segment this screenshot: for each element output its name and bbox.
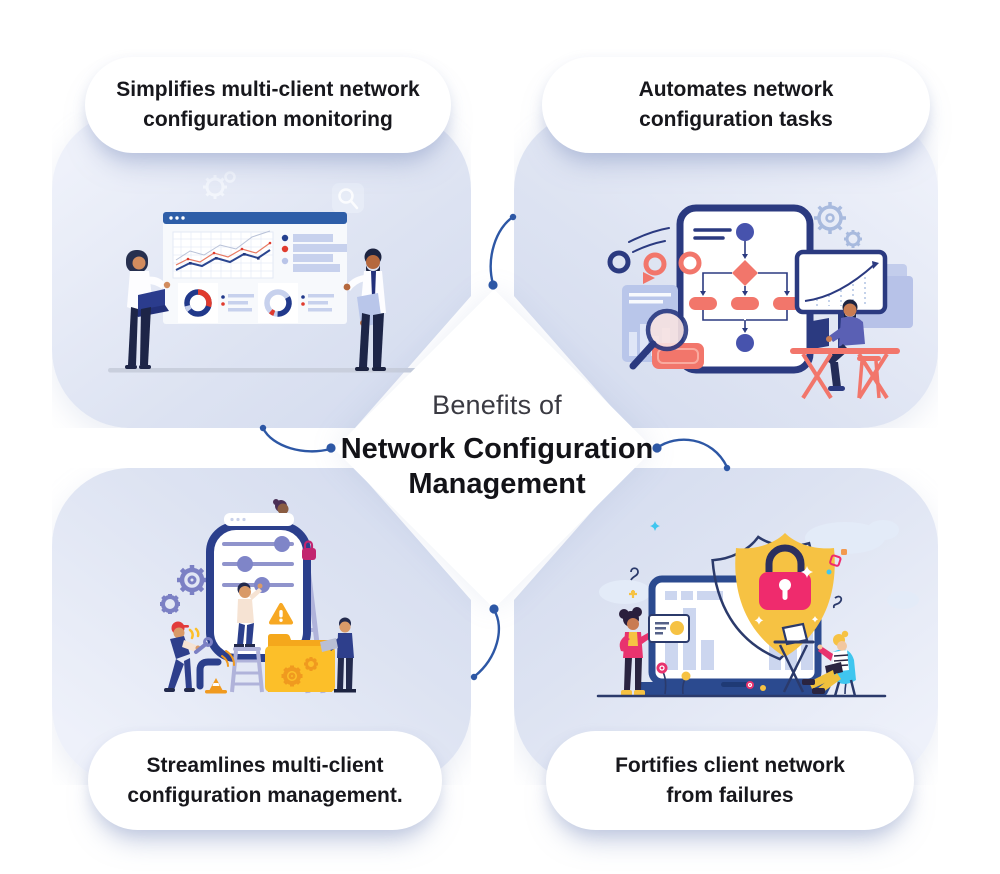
woman-with-certificate xyxy=(619,607,690,696)
connector-dot xyxy=(470,673,478,681)
small-lock-icon xyxy=(302,540,316,560)
donut-chart-card-1 xyxy=(178,283,254,323)
step-ladder xyxy=(230,647,264,693)
bubble-text-line: Fortifies client network xyxy=(615,753,845,777)
line-chart-panel xyxy=(172,230,274,279)
workflow-automation-illustration xyxy=(607,202,913,400)
label-bubble-top-left: Simplifies multi-client network configur… xyxy=(85,57,451,153)
slider-rows xyxy=(222,536,294,593)
faint-gear-icon xyxy=(203,171,236,199)
person-on-chair xyxy=(802,630,857,697)
connector-bottom xyxy=(473,608,501,678)
magnifier-icon xyxy=(629,308,689,370)
center-title: Benefits of Network Configuration Manage… xyxy=(332,390,662,502)
warning-triangle-icon xyxy=(269,603,293,625)
padlock-icon xyxy=(759,544,811,610)
traffic-cone-icon xyxy=(205,678,227,694)
woman-with-laptop xyxy=(125,250,171,369)
bubble-text-line: configuration monitoring xyxy=(143,108,393,131)
configuration-maintenance-illustration xyxy=(160,499,356,694)
bubble-text-line: configuration tasks xyxy=(639,108,833,131)
rings-icon xyxy=(607,227,702,284)
man-holding-laptop xyxy=(320,617,356,693)
bubble-text-line: Automates network xyxy=(638,78,834,101)
gears-icon xyxy=(814,202,862,248)
bubble-text-line: Streamlines multi-client xyxy=(146,753,384,777)
connector-top xyxy=(489,215,515,286)
accent-shapes xyxy=(629,521,847,609)
connector-right xyxy=(655,438,729,469)
security-shield xyxy=(735,533,835,657)
label-bubble-bottom-right: Fortifies client network from failures xyxy=(546,731,914,830)
title-main-line2: Management xyxy=(408,468,586,500)
config-chip-inner xyxy=(657,348,699,364)
legend-list xyxy=(281,234,347,272)
connector-left xyxy=(261,426,332,453)
bubble-text-line: Simplifies multi-client network xyxy=(116,78,420,101)
side-table xyxy=(773,622,815,693)
man-with-clipboard xyxy=(343,248,386,371)
background-clouds xyxy=(599,520,919,609)
bubble-text-line: from failures xyxy=(666,783,794,807)
sparkles xyxy=(754,566,819,625)
monitoring-dashboard-illustration xyxy=(108,171,426,373)
man-adjusting-slider xyxy=(234,582,263,648)
network-security-illustration xyxy=(596,520,919,698)
title-eyebrow: Benefits of xyxy=(432,390,562,420)
worker-with-wrench xyxy=(164,621,235,692)
faint-magnifier-icon xyxy=(332,183,364,213)
label-bubble-top-right: Automates network configuration tasks xyxy=(542,57,930,153)
label-bubble-bottom-left: Streamlines multi-client configuration m… xyxy=(88,731,442,830)
engineer-at-desk xyxy=(790,299,900,400)
folder-with-gears xyxy=(265,634,335,692)
donut-chart-card-2 xyxy=(258,283,334,323)
bubble-text-line: configuration management. xyxy=(127,783,403,807)
ground-line xyxy=(108,368,426,373)
purple-gears-icon xyxy=(160,565,207,614)
monitor-screens xyxy=(794,249,913,350)
title-main-line1: Network Configuration xyxy=(340,433,654,465)
